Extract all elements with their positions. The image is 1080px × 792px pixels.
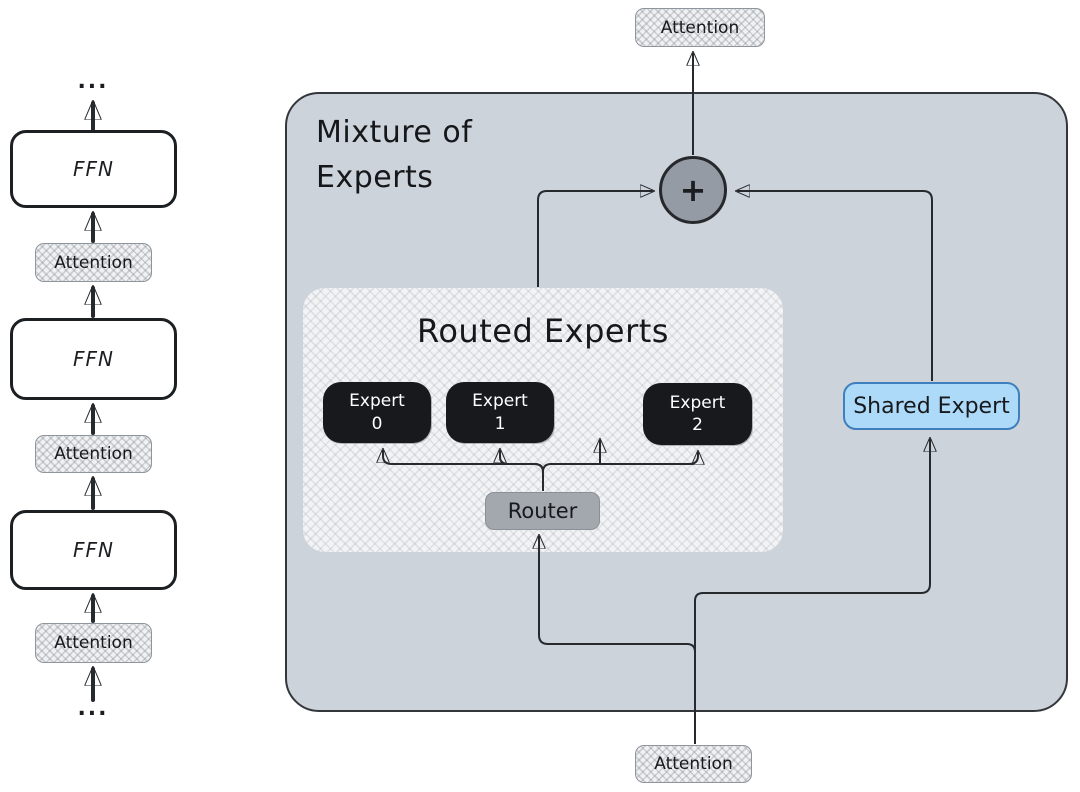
moe-title-line2: Experts	[316, 160, 434, 195]
attention-block-left-1: Attention	[35, 243, 152, 282]
attention-block-output: Attention	[635, 8, 765, 47]
expert-0-name: Expert	[349, 391, 405, 412]
expert-2-box: Expert 2	[643, 383, 752, 445]
attention-block-left-2: Attention	[35, 435, 152, 473]
left-stack-ellipsis-top: ...	[77, 68, 109, 94]
router-box: Router	[485, 492, 600, 530]
left-stack-ellipsis-bottom: ...	[77, 695, 109, 721]
expert-2-index: 2	[692, 415, 703, 435]
expert-1-box: Expert 1	[446, 382, 554, 443]
shared-expert-box: Shared Expert	[843, 382, 1020, 430]
expert-1-index: 1	[494, 413, 506, 434]
mixture-of-experts-title: Mixture of Experts	[316, 110, 576, 200]
moe-title-line1: Mixture of	[316, 115, 473, 150]
expert-0-box: Expert 0	[323, 382, 431, 443]
expert-2-name: Expert	[669, 392, 726, 413]
expert-0-index: 0	[371, 413, 383, 434]
expert-1-name: Expert	[472, 391, 528, 412]
ffn-block-top: FFN	[10, 130, 177, 208]
ffn-block-bottom: FFN	[10, 510, 177, 590]
routed-experts-title: Routed Experts	[417, 312, 669, 350]
attention-block-left-3: Attention	[35, 623, 152, 663]
sum-node: +	[659, 156, 727, 224]
ffn-block-middle: FFN	[10, 318, 177, 400]
attention-block-input: Attention	[635, 745, 752, 783]
